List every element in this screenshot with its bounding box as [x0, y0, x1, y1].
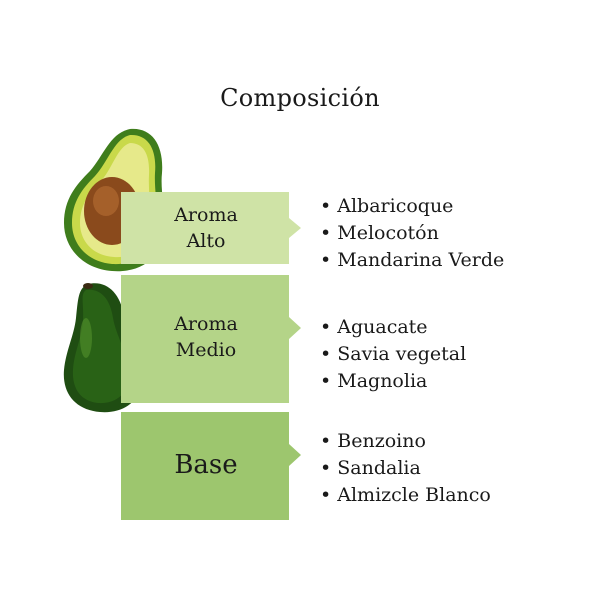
note-item: Albaricoque: [320, 193, 504, 220]
note-item: Melocotón: [320, 220, 504, 247]
note-item: Benzoino: [320, 428, 491, 455]
tier-aroma-alto-box: [121, 192, 301, 264]
tier-aroma-medio-label: Aroma Medio: [174, 313, 238, 361]
tier-base-box: [121, 412, 301, 520]
note-item: Mandarina Verde: [320, 247, 504, 274]
note-item: Aguacate: [320, 314, 466, 341]
note-item: Savia vegetal: [320, 341, 466, 368]
tier-base-label: Base: [174, 450, 238, 480]
note-item: Almizcle Blanco: [320, 482, 491, 509]
page-title: Composición: [220, 84, 380, 112]
notes-list-aroma-alto: Albaricoque Melocotón Mandarina Verde: [320, 193, 504, 274]
notes-list-base: Benzoino Sandalia Almizcle Blanco: [320, 428, 491, 509]
notes-list-aroma-medio: Aguacate Savia vegetal Magnolia: [320, 314, 466, 395]
note-item: Magnolia: [320, 368, 466, 395]
note-item: Sandalia: [320, 455, 491, 482]
tier-aroma-alto-label: Aroma Alto: [174, 204, 238, 252]
tier-aroma-medio-box: [121, 275, 301, 403]
